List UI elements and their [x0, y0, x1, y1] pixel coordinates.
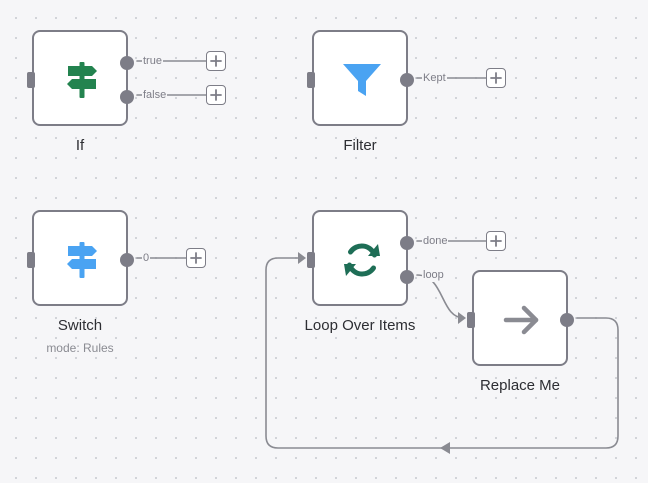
loop-input-handle[interactable] — [307, 252, 315, 268]
if-output-false-label: false — [142, 89, 168, 102]
loop-done-add-node-button[interactable] — [486, 231, 506, 251]
signpost-icon — [58, 56, 106, 104]
switch-node-subtitle: mode: Rules — [46, 341, 114, 355]
filter-node-label: Filter — [343, 137, 377, 154]
loop-output-done-handle[interactable] — [400, 236, 414, 250]
if-node-label: If — [75, 137, 85, 154]
filter-input-handle[interactable] — [307, 72, 315, 88]
plus-icon — [490, 235, 502, 247]
filter-kept-add-node-button[interactable] — [486, 68, 506, 88]
arrowhead-return-path — [440, 442, 450, 454]
loop-over-items-node[interactable] — [307, 210, 414, 306]
replace-input-handle[interactable] — [467, 312, 475, 328]
loop-output-loop-label: loop — [422, 269, 445, 282]
if-input-handle[interactable] — [27, 72, 35, 88]
plus-icon — [210, 55, 222, 67]
if-true-add-node-button[interactable] — [206, 51, 226, 71]
if-false-add-node-button[interactable] — [206, 85, 226, 105]
replace-me-node[interactable] — [467, 270, 574, 366]
filter-node[interactable] — [307, 30, 414, 126]
plus-icon — [210, 89, 222, 101]
funnel-icon — [338, 56, 386, 104]
arrowhead-into-loop — [298, 252, 306, 264]
loop-output-loop-handle[interactable] — [400, 270, 414, 284]
filter-output-kept-label: Kept — [422, 72, 447, 85]
signpost-icon — [58, 236, 106, 284]
arrowhead-into-replace — [458, 312, 466, 324]
refresh-arrows-icon — [338, 236, 386, 284]
switch-output-0-label: 0 — [142, 252, 151, 265]
if-output-true-label: true — [142, 55, 163, 68]
loop-output-done-label: done — [422, 235, 449, 248]
filter-output-kept-handle[interactable] — [400, 73, 414, 87]
switch-input-handle[interactable] — [27, 252, 35, 268]
replace-me-node-label: Replace Me — [479, 377, 561, 394]
arrow-right-icon — [498, 296, 546, 344]
if-node[interactable] — [27, 30, 134, 126]
if-output-true-handle[interactable] — [120, 56, 134, 70]
switch-node-label: Switch — [57, 317, 103, 334]
plus-icon — [190, 252, 202, 264]
replace-output-handle[interactable] — [560, 313, 574, 327]
loop-over-items-node-label: Loop Over Items — [304, 317, 416, 334]
switch-node[interactable] — [27, 210, 134, 306]
switch-output-0-handle[interactable] — [120, 253, 134, 267]
plus-icon — [490, 72, 502, 84]
switch-0-add-node-button[interactable] — [186, 248, 206, 268]
if-output-false-handle[interactable] — [120, 90, 134, 104]
